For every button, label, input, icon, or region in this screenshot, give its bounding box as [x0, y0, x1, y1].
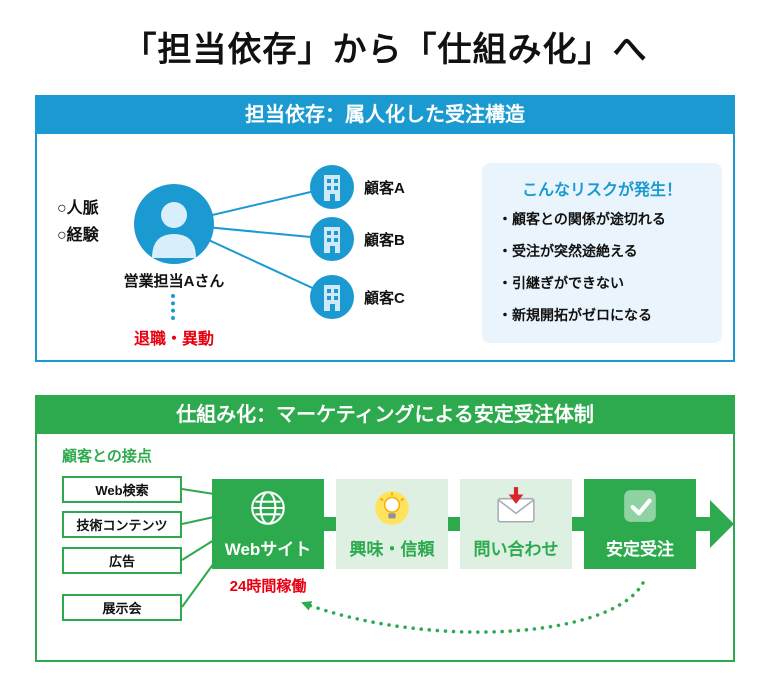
feedback-dotted-arrow — [301, 581, 645, 634]
channel-box-tech-content: 技術コンテンツ — [62, 511, 182, 538]
flow-step-inquiry: 問い合わせ — [460, 479, 572, 569]
page-title: 「担当依存」から「仕組み化」へ — [122, 31, 648, 69]
person-icon — [134, 184, 214, 264]
customer-label: 顧客C — [364, 289, 405, 307]
globe-icon — [212, 487, 324, 529]
flow-arrow — [696, 517, 710, 531]
channel-box-web-search: Web検索 — [62, 476, 182, 503]
risk-item: ・受注が突然途絶える — [498, 243, 638, 259]
after-panel: 仕組み化：マーケティングによる安定受注体制 顧客との接点 Web検索 技術コンテ… — [35, 395, 735, 662]
building-icon — [310, 165, 354, 209]
risk-box-title: こんなリスクが発生！ — [521, 182, 682, 199]
before-panel: 担当依存：属人化した受注構造 ○人脈 ○経験 営業担当Aさん 退職・異動 — [35, 95, 735, 362]
risk-item: ・新規開拓がゼロになる — [498, 307, 652, 323]
before-panel-header: 担当依存：属人化した受注構造 — [37, 97, 733, 134]
flow-step-interest: 興味・信頼 — [336, 479, 448, 569]
building-icon — [310, 217, 354, 261]
mail-icon — [460, 487, 572, 525]
channel-box-ads: 広告 — [62, 547, 182, 574]
dotted-connector — [171, 294, 175, 320]
flow-arrow — [448, 517, 460, 531]
flow-step-label: Webサイト — [224, 540, 312, 559]
attrition-label: 退職・異動 — [133, 331, 214, 348]
flow-step-label: 安定受注 — [606, 540, 674, 559]
flow-step-stable-orders: 安定受注 — [584, 479, 696, 569]
after-panel-header: 仕組み化：マーケティングによる安定受注体制 — [37, 397, 733, 434]
flow-arrow — [324, 517, 336, 531]
trait-item: ○経験 — [57, 227, 99, 244]
person-silhouette-icon — [152, 202, 196, 258]
check-icon — [584, 487, 696, 525]
flow-step-label: 問い合わせ — [473, 540, 559, 559]
touchpoints-label: 顧客との接点 — [62, 448, 152, 465]
uptime-note: 24時間稼働 — [229, 578, 307, 595]
flow-step-label: 興味・信頼 — [349, 540, 435, 559]
risk-item: ・顧客との関係が途切れる — [498, 211, 666, 227]
customer-label: 顧客A — [364, 179, 405, 197]
building-icon — [310, 275, 354, 319]
trait-item: ○人脈 — [57, 200, 99, 217]
risk-box: こんなリスクが発生！ ・顧客との関係が途切れる ・受注が突然途絶える ・引継ぎが… — [482, 163, 722, 343]
bulb-icon — [336, 487, 448, 529]
flow-arrow-head — [710, 500, 734, 548]
flow-arrow — [572, 517, 584, 531]
person-label: 営業担当Aさん — [123, 273, 225, 290]
person-traits: ○人脈 ○経験 — [57, 195, 99, 249]
channel-box-exhibition: 展示会 — [62, 594, 182, 621]
risk-item: ・引継ぎができない — [498, 275, 624, 291]
customer-label: 顧客B — [364, 231, 405, 249]
flow-step-website: Webサイト — [212, 479, 324, 569]
